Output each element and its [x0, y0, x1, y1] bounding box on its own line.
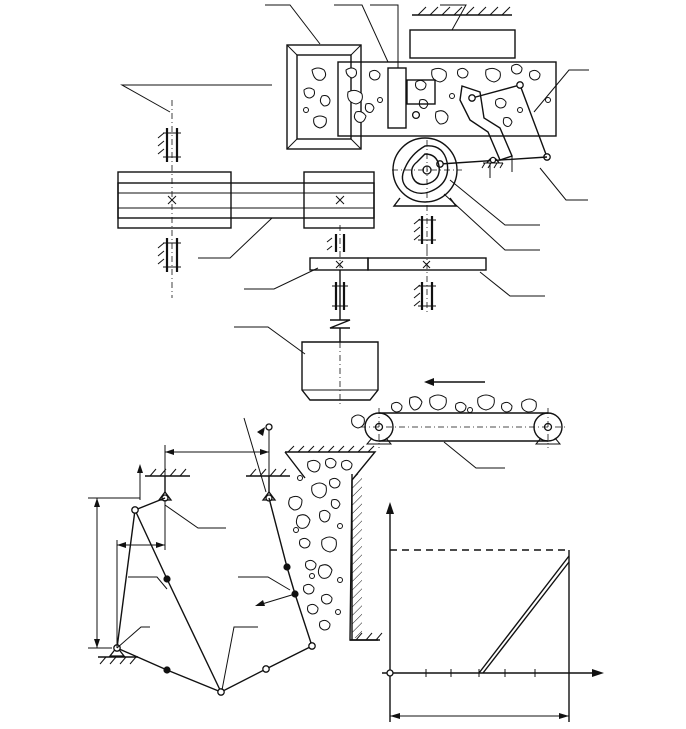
arrow-conveyor-direction [424, 378, 485, 386]
cam-disk [392, 137, 462, 250]
crusher-housing [337, 61, 557, 137]
frame-ground-top [409, 6, 516, 59]
motion-plot [382, 502, 604, 722]
linkage-arrows-dims [88, 417, 296, 691]
hopper-box [286, 44, 362, 150]
belt-conveyor [351, 394, 566, 448]
leader-lines-top [120, 4, 589, 469]
bearing-supports [157, 128, 436, 310]
flywheel-pulley [117, 100, 375, 298]
linkage-ground-supports [98, 468, 290, 665]
jaw-linkage-top [406, 79, 551, 178]
motor-coupling [301, 270, 379, 405]
gear-pair [309, 250, 487, 312]
crushing-chamber [284, 445, 383, 641]
